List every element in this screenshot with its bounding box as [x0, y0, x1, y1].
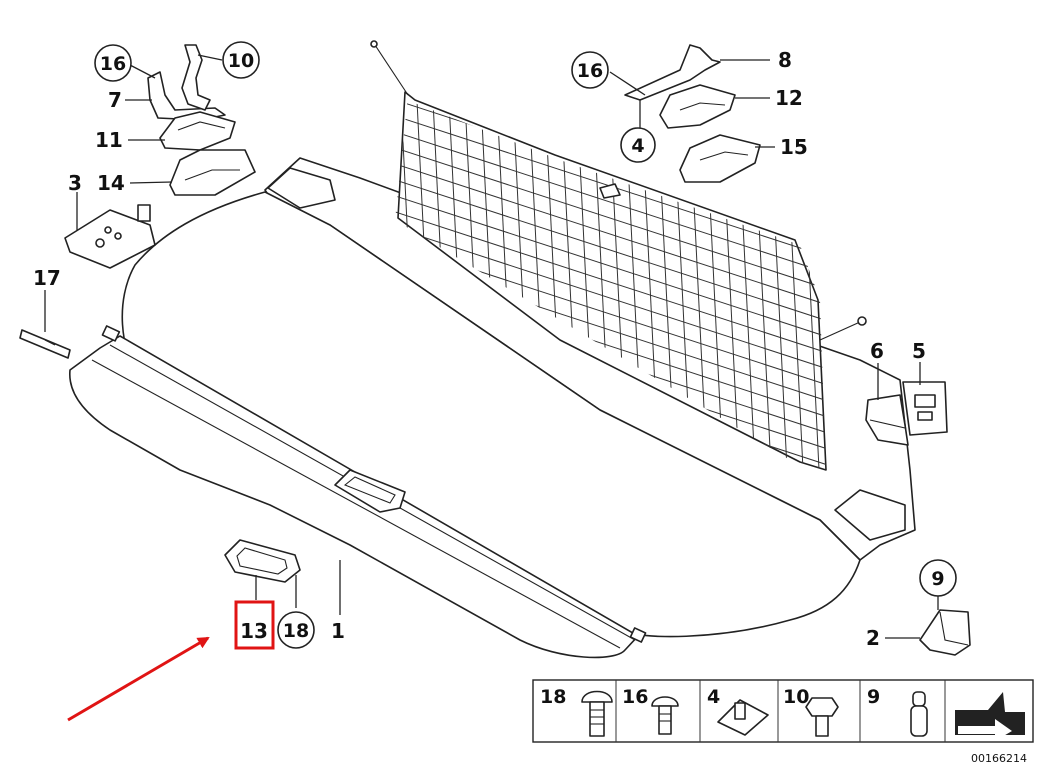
callout-18: 18: [283, 620, 309, 642]
callout-4: 4: [631, 135, 644, 157]
callout-12: 12: [775, 86, 803, 110]
plain-callouts: 7 11 14 3 17 8 12 15 6 5 2 1: [33, 48, 926, 650]
callout-16-left: 16: [100, 53, 126, 75]
right-side-parts: [865, 381, 971, 656]
leader-lines: [44, 54, 939, 639]
part-6: [865, 394, 909, 446]
callout-10-left: 10: [228, 50, 254, 72]
screw-16-icon: [651, 696, 679, 735]
clip-11: [159, 111, 236, 151]
pin-9-icon: [910, 691, 928, 737]
fastener-legend: 18 16 4 10 9: [532, 679, 1034, 743]
net-line: [395, 142, 826, 294]
callout-9: 9: [931, 568, 944, 590]
net-line: [395, 206, 826, 358]
legend-18: 18: [540, 686, 566, 708]
right-bracket-group: [624, 44, 761, 183]
clip-nut-4-icon: [717, 699, 769, 736]
handle-13: [224, 539, 301, 583]
pin-17: [19, 329, 71, 359]
highlight-box: [234, 600, 275, 650]
direction-arrow-icon: [955, 692, 1025, 741]
callout-6: 6: [870, 339, 884, 363]
latch-3: [64, 209, 156, 269]
clip-15: [679, 134, 761, 183]
callout-1: 1: [331, 619, 345, 643]
net-line: [395, 222, 826, 374]
cover-assembly: [69, 157, 916, 659]
callout-17: 17: [33, 266, 61, 290]
catalog-number: 00166214: [971, 752, 1027, 765]
clip-12: [659, 84, 736, 129]
callout-16-right: 16: [577, 60, 603, 82]
legend-10: 10: [783, 686, 809, 708]
legend-9: 9: [867, 686, 880, 708]
part-5: [902, 381, 948, 436]
legend-16: 16: [622, 686, 648, 708]
net-line: [395, 126, 826, 278]
left-bracket-group: [19, 44, 256, 359]
highlighted-callout-13: 13: [234, 600, 275, 650]
callout-3: 3: [68, 171, 82, 195]
callout-11: 11: [95, 128, 123, 152]
screw-18-icon: [581, 690, 613, 737]
bolt-10-icon: [805, 697, 839, 737]
circled-callouts: 16 10 16 4 9 18: [94, 41, 957, 649]
part-2: [919, 609, 971, 656]
callout-7: 7: [108, 88, 122, 112]
callout-5: 5: [912, 339, 926, 363]
net-line: [395, 158, 826, 310]
callout-15: 15: [780, 135, 808, 159]
callout-13: 13: [240, 619, 268, 643]
net-line: [395, 174, 826, 326]
net-line: [395, 190, 826, 342]
legend-4: 4: [707, 686, 720, 708]
highlight-arrow: [67, 636, 210, 722]
callout-8: 8: [778, 48, 792, 72]
clip-14: [169, 149, 256, 196]
callout-2: 2: [866, 626, 880, 650]
callout-14: 14: [97, 171, 125, 195]
